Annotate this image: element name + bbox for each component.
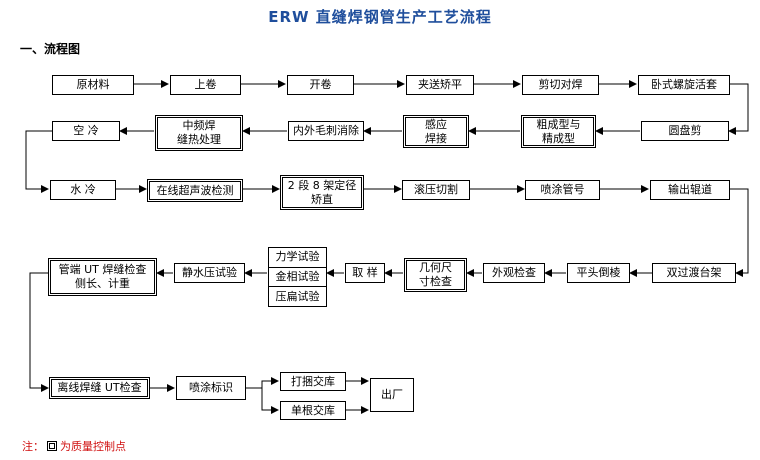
step-sampling: 取 样 xyxy=(345,263,385,283)
arrow-s28-s30 xyxy=(261,388,279,414)
step-coil-loading: 上卷 xyxy=(170,75,241,95)
step-offline-ut: 离线焊缝 UT检查 xyxy=(49,377,150,399)
step-slitting-shear: 圆盘剪 xyxy=(641,121,729,141)
step-forming: 粗成型与 精成型 xyxy=(521,115,596,148)
step-spray-pipe-number: 喷涂管号 xyxy=(525,180,600,200)
page-title: ERW 直缝焊钢管生产工艺流程 xyxy=(268,8,492,26)
step-water-cooling: 水 冷 xyxy=(50,180,116,200)
arrow-s28-s29 xyxy=(246,377,279,389)
section-heading: 一、流程图 xyxy=(20,42,81,56)
step-lab-tests: 力学试验 金相试验 压扁试验 xyxy=(268,247,327,307)
step-spray-marking: 喷涂标识 xyxy=(176,376,246,400)
arrow-s18-s19 xyxy=(730,188,749,277)
step-pipe-end-ut: 管端 UT 焊缝检查 侧长、计重 xyxy=(48,258,157,296)
step-hydrostatic-test: 静水压试验 xyxy=(174,263,245,283)
step-metallographic-test: 金相试验 xyxy=(269,268,326,288)
step-bundle-warehousing: 打捆交库 xyxy=(280,372,346,391)
arrow-s06-s07 xyxy=(728,83,749,135)
step-seam-heat-treatment: 中频焊 缝热处理 xyxy=(155,115,243,151)
step-end-facing-beveling: 平头倒棱 xyxy=(567,263,630,283)
step-roll-cutting: 滚压切割 xyxy=(402,180,470,200)
step-shear-butt-weld: 剪切对焊 xyxy=(522,75,599,95)
step-visual-inspection: 外观检查 xyxy=(483,263,545,283)
step-sizing-straightening: 2 段 8 架定径 矫直 xyxy=(280,175,364,210)
quality-control-symbol xyxy=(47,441,57,451)
step-induction-welding: 感应 焊接 xyxy=(403,115,469,148)
step-flattening-test: 压扁试验 xyxy=(275,289,320,303)
step-burr-removal: 内外毛刺消除 xyxy=(288,121,364,141)
step-pinch-leveling: 夹送矫平 xyxy=(406,75,474,95)
step-dimension-inspection: 几何尺 寸检查 xyxy=(404,258,467,292)
step-single-warehousing: 单根交库 xyxy=(280,401,346,420)
step-online-ultrasonic: 在线超声波检测 xyxy=(147,179,243,202)
step-dispatch: 出厂 xyxy=(370,378,414,412)
legend-text: 为质量控制点 xyxy=(60,440,126,453)
legend-prefix: 注： xyxy=(22,440,44,453)
step-mechanical-test: 力学试验 xyxy=(269,248,326,268)
step-double-transfer-rack: 双过渡台架 xyxy=(652,263,736,283)
step-raw-material: 原材料 xyxy=(52,75,134,95)
arrow-s12-s13 xyxy=(25,130,52,193)
legend-note: 注： 为质量控制点 xyxy=(22,438,126,454)
step-air-cooling: 空 冷 xyxy=(52,121,120,141)
arrow-s26-s27 xyxy=(29,272,49,392)
step-uncoiling: 开卷 xyxy=(287,75,354,95)
step-spiral-accumulator: 卧式螺旋活套 xyxy=(638,75,730,95)
step-output-roller-table: 输出辊道 xyxy=(650,180,730,200)
